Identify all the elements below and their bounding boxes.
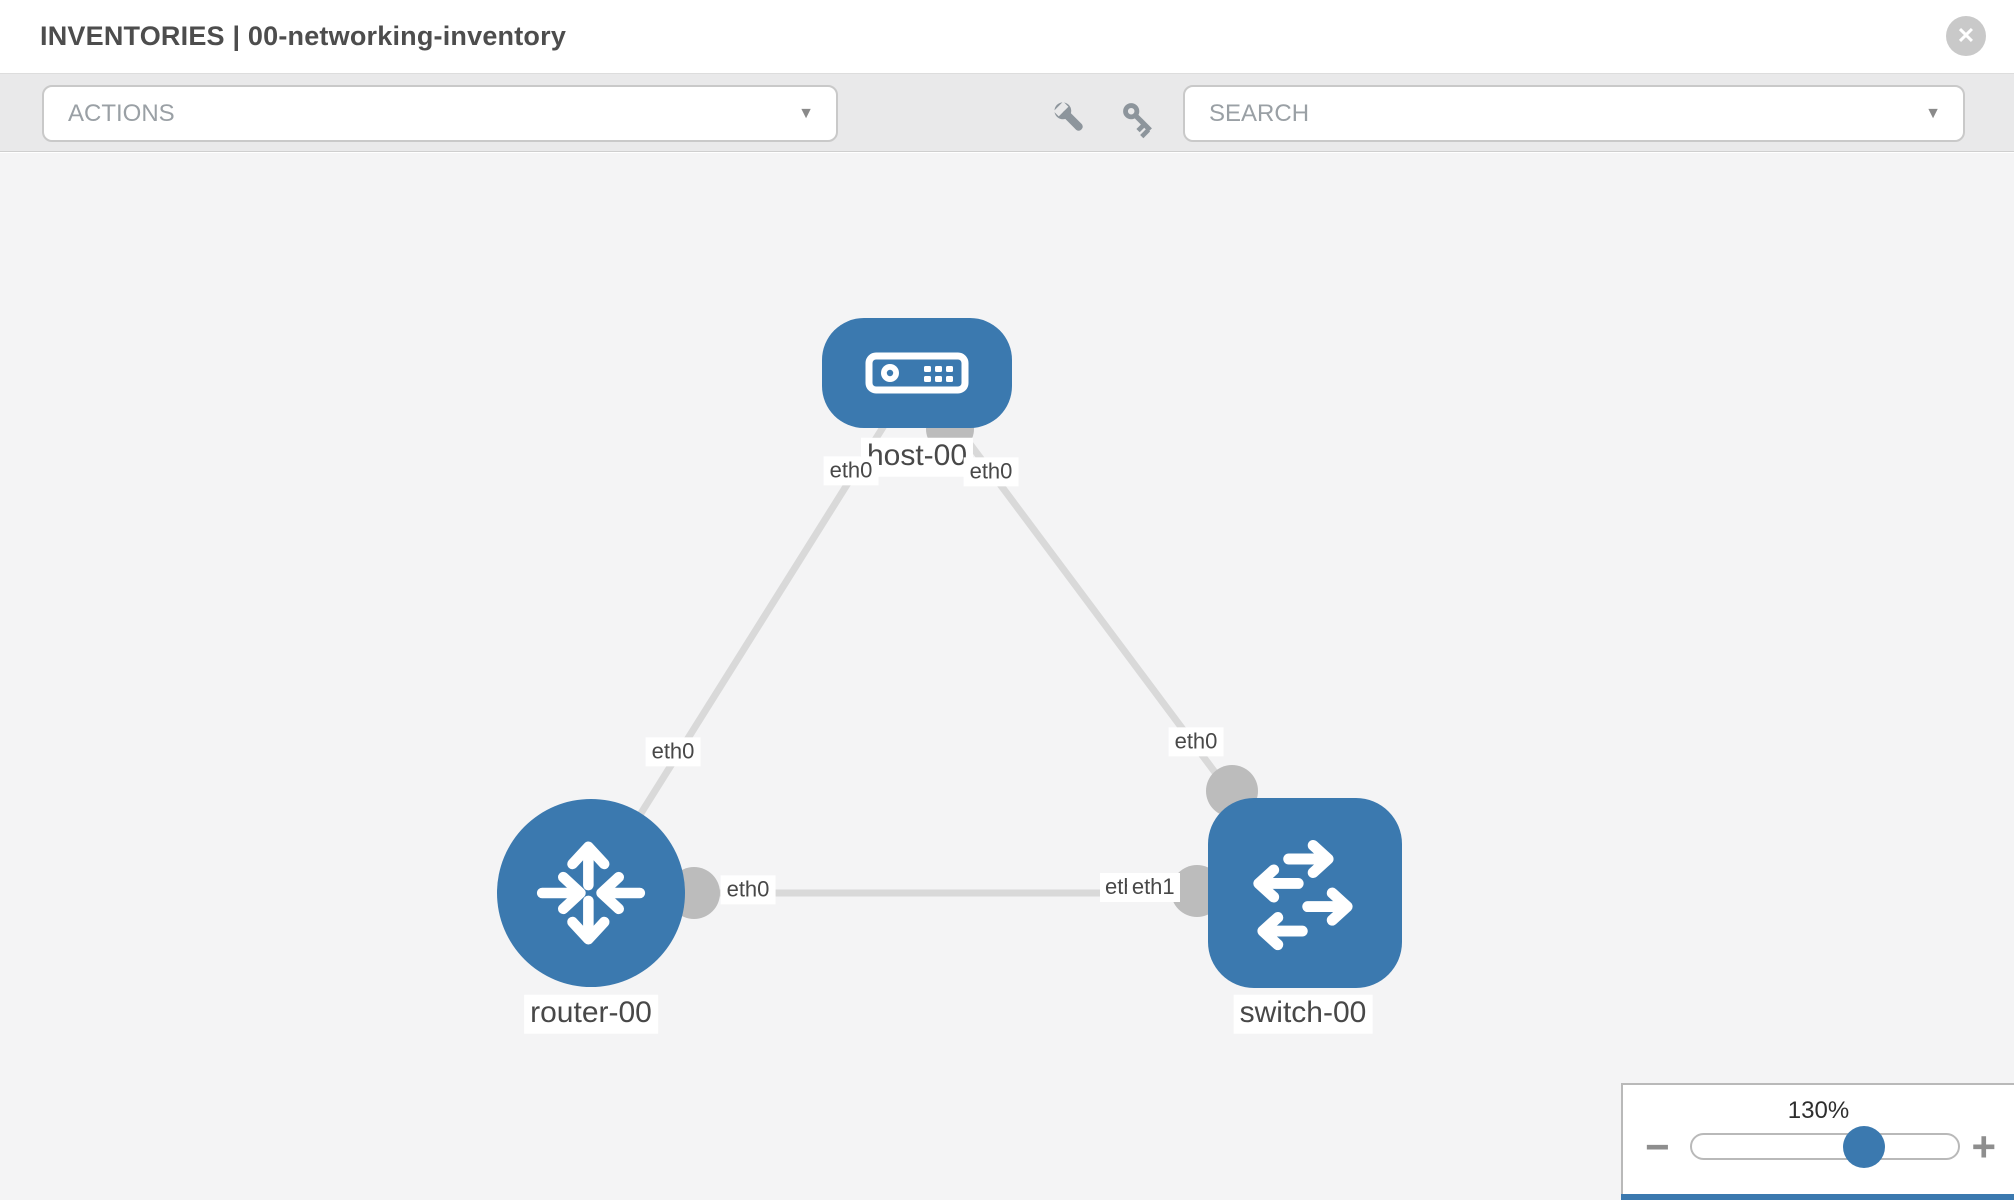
node-switch-00[interactable]: [1208, 798, 1402, 988]
port-label-host-eth0-left: eth0: [823, 456, 879, 486]
close-glyph: ✕: [1956, 23, 1976, 48]
header: INVENTORIES | 00-networking-inventory ✕: [0, 0, 2014, 73]
zoom-panel: 130% − +: [1621, 1083, 2014, 1200]
node-label-switch: switch-00: [1233, 994, 1373, 1034]
search-dropdown[interactable]: SEARCH ▼: [1183, 85, 1965, 142]
toolbar: ACTIONS ▼ SEARCH ▼: [0, 73, 2014, 152]
key-bar[interactable]: [1621, 1194, 2014, 1200]
node-label-host: host-00: [860, 437, 974, 477]
port-label-switch-eth0-uplink: eth0: [1168, 727, 1224, 757]
zoom-out-button[interactable]: −: [1645, 1123, 1670, 1170]
page-title: INVENTORIES | 00-networking-inventory: [40, 21, 567, 51]
zoom-value: 130%: [1787, 1097, 1850, 1124]
actions-dropdown-label: ACTIONS: [68, 99, 175, 127]
key-icon[interactable]: [1118, 98, 1160, 140]
search-dropdown-label: SEARCH: [1209, 99, 1310, 127]
node-label-router: router-00: [524, 994, 658, 1034]
links-layer: [588, 370, 1308, 897]
topology-canvas[interactable]: host-00 router-00 switch-00 eth0 eth0 et…: [0, 153, 2014, 1200]
zoom-slider[interactable]: [1690, 1126, 1960, 1168]
zoom-in-button[interactable]: +: [1971, 1123, 1996, 1170]
node-host-00[interactable]: [822, 318, 1012, 428]
wrench-icon[interactable]: [1050, 98, 1092, 140]
node-router-00[interactable]: [497, 799, 685, 987]
port-label-router-eth0: eth0: [720, 875, 776, 905]
chevron-down-icon: ▼: [1925, 104, 1941, 122]
port-label-router-eth0-uplink: eth0: [645, 737, 701, 767]
port-label-host-eth0-right: eth0: [963, 457, 1019, 487]
port-label-switch-eth1: eth1: [1126, 873, 1180, 903]
zoom-slider-thumb[interactable]: [1843, 1126, 1885, 1168]
actions-dropdown[interactable]: ACTIONS ▼: [42, 85, 838, 142]
port-label-switch-overlap: eth0 eth1: [1100, 873, 1180, 903]
router-icon: [536, 841, 646, 945]
host-icon: [865, 352, 969, 394]
close-icon[interactable]: ✕: [1946, 16, 1986, 56]
chevron-down-icon: ▼: [798, 104, 814, 122]
switch-icon: [1253, 839, 1353, 951]
